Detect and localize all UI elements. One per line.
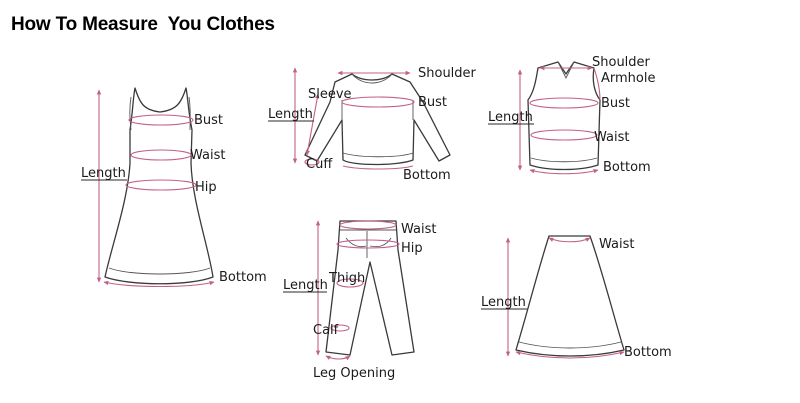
dress-waist-label: Waist bbox=[190, 148, 225, 163]
vest-waist-label: Waist bbox=[594, 130, 629, 145]
dress-bust-label: Bust bbox=[194, 113, 223, 128]
pants-thigh-label: Thigh bbox=[328, 271, 365, 286]
dress-bottom-line bbox=[103, 280, 215, 288]
skirt-bottom-line bbox=[515, 350, 625, 359]
pants-thigh-line bbox=[336, 278, 364, 288]
vest-bust-label: Bust bbox=[601, 96, 630, 111]
vest-bust-line bbox=[529, 97, 599, 109]
skirt-bottom-label: Bottom bbox=[624, 345, 672, 360]
dress-bottom-label: Bottom bbox=[219, 270, 267, 285]
vest-bottom-label: Bottom bbox=[603, 160, 651, 175]
shirt-bust-line bbox=[341, 96, 415, 108]
pants-waist-line bbox=[339, 220, 397, 230]
pants-figure bbox=[315, 220, 415, 361]
shirt-cuff-label: Cuff bbox=[306, 157, 333, 172]
skirt-length-label: Length bbox=[481, 295, 526, 310]
shirt-sleeve-line bbox=[305, 93, 320, 156]
pants-hip-line bbox=[336, 239, 400, 249]
skirt-waist-line bbox=[548, 237, 591, 243]
vest-figure bbox=[517, 61, 601, 175]
pants-calf-line bbox=[330, 324, 350, 332]
shirt-figure bbox=[292, 67, 451, 170]
skirt-waist-label: Waist bbox=[599, 237, 634, 252]
pants-leg-opening-label: Leg Opening bbox=[313, 366, 395, 381]
pants-hip-label: Hip bbox=[401, 241, 423, 256]
vest-shoulder-label: Shoulder bbox=[592, 55, 651, 70]
dress-hip-line bbox=[125, 179, 197, 191]
shirt-bust-label: Bust bbox=[418, 95, 447, 110]
shirt-cuff-line bbox=[304, 158, 320, 166]
dress-bust-line bbox=[128, 114, 194, 126]
dress-figure bbox=[96, 87, 215, 288]
page-title: How To Measure You Clothes bbox=[11, 14, 275, 35]
vest-length-label: Length bbox=[488, 110, 533, 125]
vest-armhole-line bbox=[593, 67, 601, 101]
pants-calf-label: Calf bbox=[313, 323, 339, 338]
shirt-length-label: Length bbox=[268, 107, 313, 122]
pants-leg-opening-line bbox=[325, 355, 351, 361]
pants-waist-label: Waist bbox=[401, 222, 436, 237]
pants-length-label: Length bbox=[283, 278, 328, 293]
shirt-shoulder-label: Shoulder bbox=[418, 66, 477, 81]
vest-armhole-label: Armhole bbox=[601, 71, 655, 86]
dress-waist-line bbox=[130, 149, 192, 161]
dress-length-label: Length bbox=[81, 166, 126, 181]
skirt-figure bbox=[505, 235, 625, 359]
vest-bottom-line bbox=[529, 169, 599, 175]
shirt-sleeve-label: Sleeve bbox=[308, 87, 352, 102]
dress-hip-label: Hip bbox=[195, 180, 217, 195]
vest-waist-line bbox=[530, 129, 598, 141]
shirt-bottom-label: Bottom bbox=[403, 168, 451, 183]
shirt-bottom-line bbox=[342, 165, 414, 170]
